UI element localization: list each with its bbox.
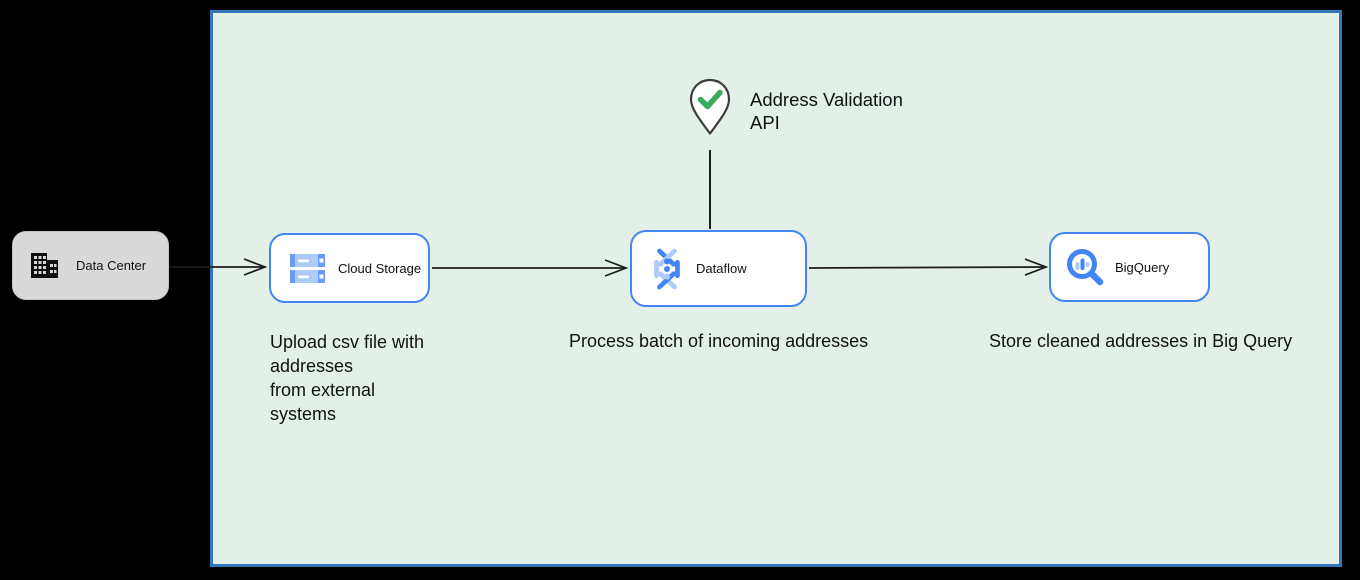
address-validation-api-label: Address Validation API — [750, 89, 903, 133]
caption-cloud-storage: Upload csv file with addresses from exte… — [270, 332, 425, 424]
node-bigquery[interactable]: BigQuery — [1049, 232, 1210, 302]
node-cloud-storage[interactable]: Cloud Storage — [269, 233, 430, 303]
node-label: Dataflow — [696, 261, 747, 276]
bigquery-icon — [1065, 247, 1105, 287]
node-data-center[interactable]: Data Center — [12, 231, 169, 300]
building-icon — [30, 252, 59, 279]
cloud-storage-icon — [289, 252, 326, 285]
node-label: Cloud Storage — [338, 260, 422, 276]
map-pin-check-icon — [689, 78, 731, 135]
caption-bigquery: Store cleaned addresses in Big Query — [989, 331, 1293, 351]
node-label: Data Center — [76, 258, 147, 273]
node-label: BigQuery — [1115, 259, 1170, 275]
node-dataflow[interactable]: Dataflow — [630, 230, 807, 307]
dataflow-icon — [648, 247, 686, 291]
caption-dataflow: Process batch of incoming addresses — [569, 331, 869, 351]
